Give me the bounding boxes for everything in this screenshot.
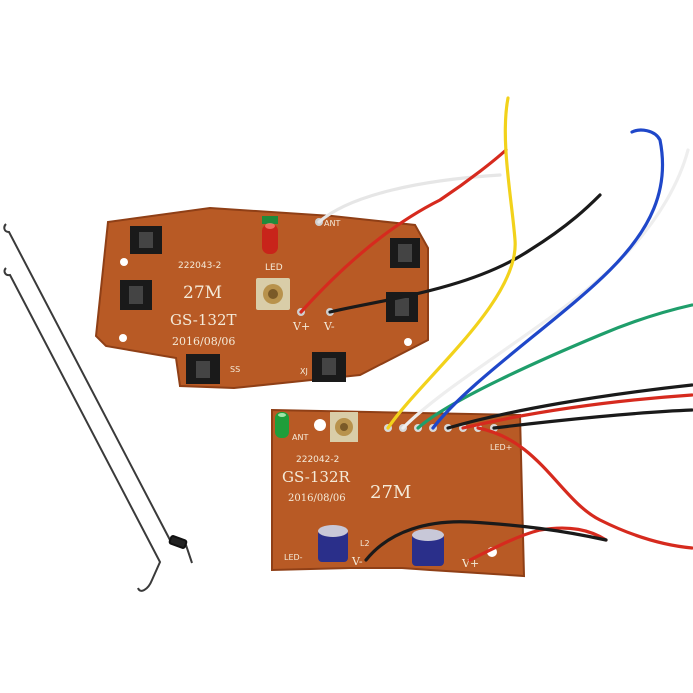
rx-date-label: 2016/08/06	[288, 493, 346, 504]
rx-ant-label: ANT	[292, 433, 308, 442]
tx-red-wire	[299, 148, 508, 314]
rx-white-wire	[401, 148, 690, 430]
tx-white-antenna-wire	[317, 173, 502, 224]
rx-red-wire-upper	[461, 393, 693, 430]
tx-black-wire	[328, 193, 602, 314]
tx-vminus-label: V-	[323, 320, 335, 333]
tx-led-label: LED	[265, 263, 283, 273]
mount-hole	[314, 419, 326, 431]
tx-ss-label: SS	[230, 365, 240, 374]
mount-hole	[120, 258, 128, 266]
rx-ledplus-label: LED+	[490, 443, 512, 452]
tactile-switch	[120, 280, 152, 310]
tactile-switch	[312, 352, 346, 382]
rx-code-label: 222042-2	[296, 455, 339, 465]
trimmer-coil	[256, 278, 290, 310]
rx-v-wire-black	[364, 520, 608, 562]
antenna-coil	[168, 535, 188, 549]
rx-ledminus-label: LED-	[284, 553, 303, 562]
transmitter-board: 222043-2 27M GS-132T 2016/08/06 ANT LED …	[94, 206, 429, 390]
antenna-rod-upper	[3, 223, 193, 564]
mount-hole	[119, 334, 127, 342]
antenna-rod-lower	[3, 267, 162, 592]
green-led	[275, 412, 289, 438]
rx-l2-label: L2	[360, 539, 370, 548]
rx-black-wire-upper	[446, 383, 693, 430]
rx-black-wire-lower	[492, 408, 693, 430]
rx-blue-wire	[431, 128, 665, 430]
electrolytic-capacitor	[318, 525, 348, 562]
tx-vplus-label: V+	[292, 320, 310, 333]
trimmer-coil	[330, 412, 358, 442]
tx-code-label: 222043-2	[178, 261, 221, 271]
red-led	[262, 216, 278, 254]
tx-frequency-label: 27M	[183, 283, 222, 303]
wires	[299, 96, 693, 562]
tactile-switch	[390, 238, 420, 268]
tactile-switch	[186, 354, 220, 384]
tx-model-label: GS-132T	[170, 311, 237, 329]
antenna-rods	[3, 223, 193, 592]
rx-yellow-wire	[386, 96, 517, 430]
rx-red-wire-lower	[476, 426, 693, 550]
rx-model-label: GS-132R	[282, 468, 351, 486]
electrolytic-capacitor	[412, 529, 444, 566]
receiver-board: 222042-2 GS-132R 2016/08/06 27M ANT LED+…	[271, 408, 526, 578]
rx-frequency-label: 27M	[370, 482, 411, 503]
tx-date-label: 2016/08/06	[172, 335, 235, 348]
rx-vminus-label: V-	[351, 555, 363, 568]
mount-hole	[404, 338, 412, 346]
tactile-switch	[130, 226, 162, 254]
tx-xj-label: XJ	[300, 367, 308, 376]
tx-ant-label: ANT	[324, 219, 340, 228]
rx-vplus-label: V+	[461, 557, 479, 570]
